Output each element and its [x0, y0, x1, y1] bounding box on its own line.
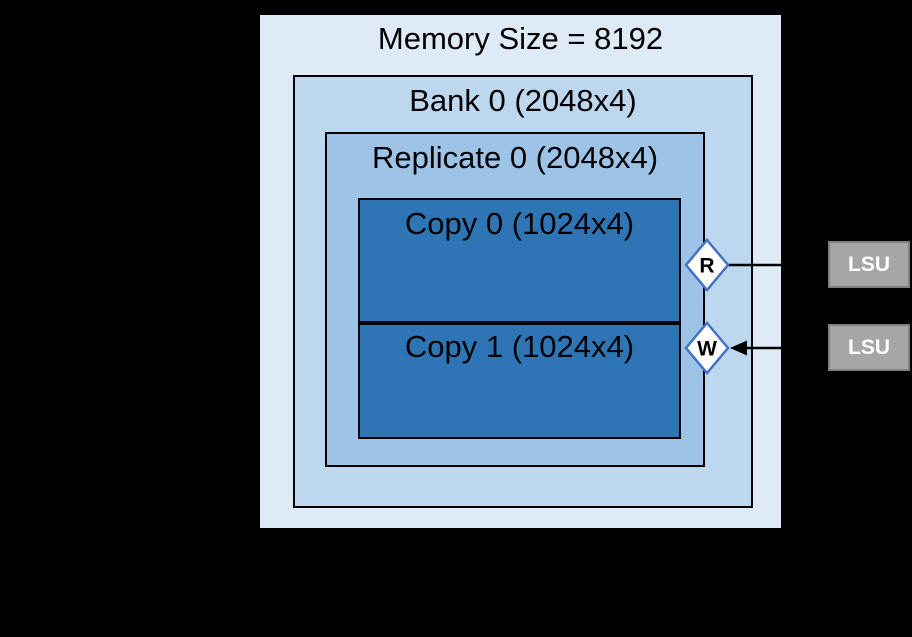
copy0-label: Copy 0 (1024x4): [404, 206, 635, 241]
bank0-label: Bank 0 (2048x4): [409, 83, 637, 118]
replicate0-box: Replicate 0 (2048x4) Copy 0 (1024x4) Cop…: [325, 132, 705, 467]
memory-box: Memory Size = 8192 Bank 0 (2048x4) Repli…: [258, 13, 783, 530]
copy1-box: Copy 1 (1024x4): [358, 323, 681, 439]
replicate0-label: Replicate 0 (2048x4): [371, 140, 659, 175]
copy1-label: Copy 1 (1024x4): [404, 329, 635, 364]
lsu-read-box: LSU: [828, 241, 910, 288]
bank0-box: Bank 0 (2048x4) Replicate 0 (2048x4) Cop…: [293, 75, 753, 508]
lsu-read-label: LSU: [848, 252, 890, 276]
lsu-write-label: LSU: [848, 335, 890, 359]
copy0-box: Copy 0 (1024x4): [358, 198, 681, 323]
memory-size-title: Memory Size = 8192: [377, 21, 664, 56]
lsu-write-box: LSU: [828, 324, 910, 371]
